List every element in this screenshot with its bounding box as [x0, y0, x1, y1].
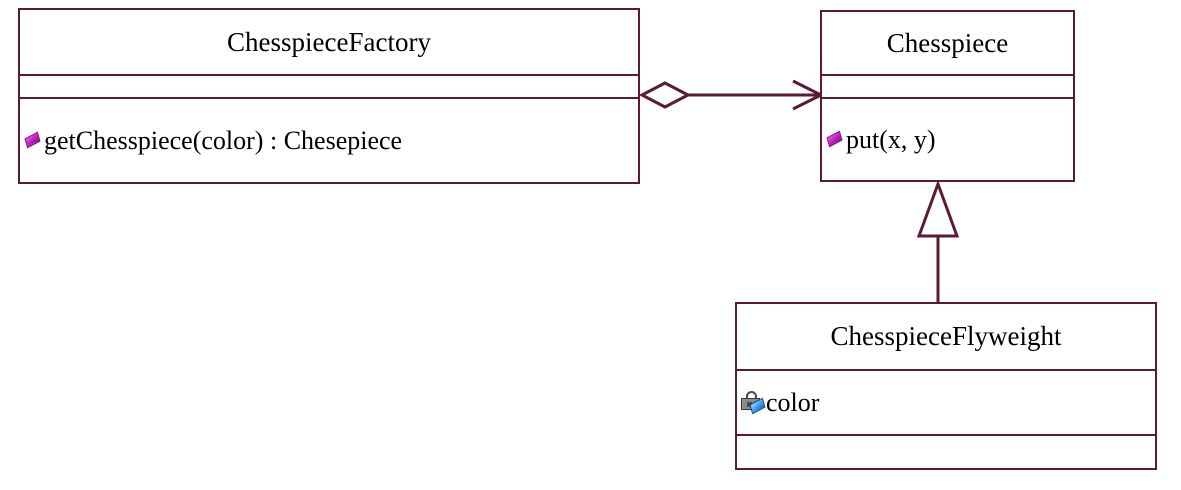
class-name-label: Chesspiece [886, 27, 1009, 58]
class-box-chesspiece[interactable]: Chesspiece put(x, y) [820, 10, 1075, 182]
class-name-compartment: Chesspiece [822, 12, 1073, 74]
method-icon [825, 130, 845, 150]
aggregation-open-arrowhead [792, 79, 825, 111]
class-methods-compartment: getChesspiece(color) : Chesepiece [20, 97, 638, 182]
class-attributes-compartment: color [737, 369, 1155, 434]
class-attributes-compartment [822, 74, 1073, 97]
class-name-label: ChesspieceFactory [227, 26, 431, 57]
class-methods-compartment [737, 434, 1155, 468]
class-name-label: ChesspieceFlyweight [830, 321, 1062, 351]
relationship-generalization-flyweight-chesspiece[interactable] [916, 179, 960, 302]
method-icon [23, 131, 43, 151]
class-methods-compartment: put(x, y) [822, 97, 1073, 180]
private-attribute-icon [740, 390, 766, 415]
method-row[interactable]: getChesspiece(color) : Chesepiece [20, 125, 638, 155]
method-label: put(x, y) [846, 124, 936, 154]
generalization-hollow-triangle [916, 179, 960, 238]
class-attributes-compartment [20, 74, 638, 97]
class-name-compartment: ChesspieceFlyweight [737, 304, 1155, 369]
attribute-label: color [766, 387, 820, 417]
relationship-aggregation-factory-chesspiece[interactable] [638, 79, 825, 111]
method-row[interactable]: put(x, y) [822, 124, 1073, 154]
class-box-chesspiece-flyweight[interactable]: ChesspieceFlyweight color [735, 302, 1157, 470]
class-box-chesspiece-factory[interactable]: ChesspieceFactory getChesspiece(color) :… [18, 8, 640, 184]
aggregation-hollow-diamond [638, 81, 692, 109]
class-name-compartment: ChesspieceFactory [20, 10, 638, 74]
attribute-row[interactable]: color [737, 387, 1155, 417]
method-label: getChesspiece(color) : Chesepiece [44, 125, 403, 155]
